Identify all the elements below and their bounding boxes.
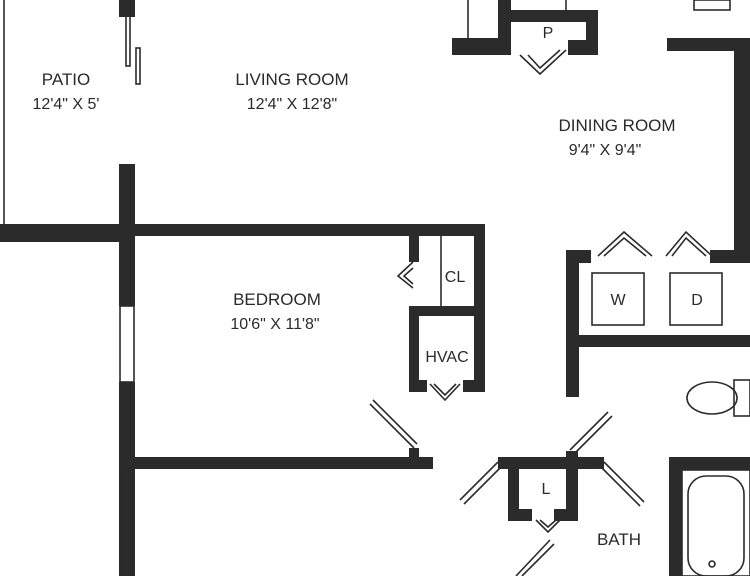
bath-door	[599, 465, 641, 507]
wall	[0, 224, 135, 242]
living-room-name: LIVING ROOM	[235, 70, 348, 89]
fridge	[693, 0, 731, 11]
living-room-dims: 12'4" X 12'8"	[247, 96, 337, 113]
bedroom-door	[372, 399, 418, 445]
closet-door	[396, 261, 414, 289]
wall	[568, 40, 598, 55]
bathtub	[681, 469, 750, 576]
linen-door	[535, 519, 561, 534]
bath-door	[603, 461, 645, 503]
laundry-door	[597, 230, 653, 257]
sliding-door	[135, 47, 141, 85]
bath-door	[569, 411, 609, 451]
wall	[669, 457, 682, 576]
sliding-door	[125, 13, 131, 67]
pantry-door	[527, 49, 561, 70]
wall	[566, 451, 578, 521]
laundry-door	[665, 230, 713, 257]
linen-label: L	[542, 481, 551, 498]
wall	[508, 457, 519, 521]
wall	[734, 38, 750, 263]
hvac-door	[429, 383, 461, 402]
wall	[409, 380, 427, 392]
wall	[554, 509, 578, 521]
tub-drain	[708, 560, 716, 568]
wall	[463, 380, 485, 392]
wall	[566, 250, 591, 263]
closet-door	[402, 267, 414, 285]
bath-door	[515, 539, 551, 576]
wall	[669, 457, 750, 470]
wall	[119, 0, 135, 17]
pantry-door	[519, 49, 567, 76]
washer-label: W	[610, 292, 626, 309]
wall	[452, 38, 508, 55]
wall	[409, 306, 419, 392]
bedroom-dims: 10'6" X 11'8"	[230, 316, 319, 333]
wall	[498, 0, 511, 55]
bath-door	[459, 461, 499, 501]
wall	[119, 457, 433, 469]
dryer-box	[669, 272, 723, 326]
bath-door	[521, 543, 555, 576]
wall	[566, 250, 579, 397]
laundry-door	[671, 236, 707, 257]
pantry-label: P	[543, 25, 554, 42]
dining-room-name: DINING ROOM	[558, 116, 675, 135]
toilet-tank	[733, 379, 750, 417]
wall	[566, 335, 750, 347]
wall	[119, 382, 135, 576]
hvac-door	[433, 383, 457, 397]
labels: PATIO 12'4" X 5' LIVING ROOM 12'4" X 12'…	[33, 25, 703, 549]
wall	[498, 10, 598, 22]
bath-door	[463, 465, 503, 505]
window	[119, 305, 135, 383]
bedroom-door	[369, 403, 415, 449]
wall	[508, 509, 532, 521]
linen-door	[539, 519, 557, 529]
bath-door	[573, 415, 613, 455]
wall	[119, 224, 485, 236]
bedroom-name: BEDROOM	[233, 290, 321, 309]
wall	[667, 38, 750, 51]
washer-box	[591, 272, 645, 326]
wall	[409, 236, 419, 262]
thin-lines	[3, 0, 750, 576]
wall	[409, 306, 485, 316]
patio-name: PATIO	[42, 70, 91, 89]
wall	[409, 448, 419, 469]
dining-room-dims: 9'4" X 9'4"	[569, 142, 642, 159]
laundry-door	[603, 236, 647, 257]
toilet	[686, 381, 738, 415]
bathtub	[687, 475, 745, 576]
closet-label: CL	[445, 269, 466, 286]
patio-dims: 12'4" X 5'	[33, 96, 100, 113]
dryer-label: D	[691, 292, 703, 309]
hvac-label: HVAC	[425, 349, 468, 366]
bath-name: BATH	[597, 530, 641, 549]
wall	[710, 250, 750, 263]
